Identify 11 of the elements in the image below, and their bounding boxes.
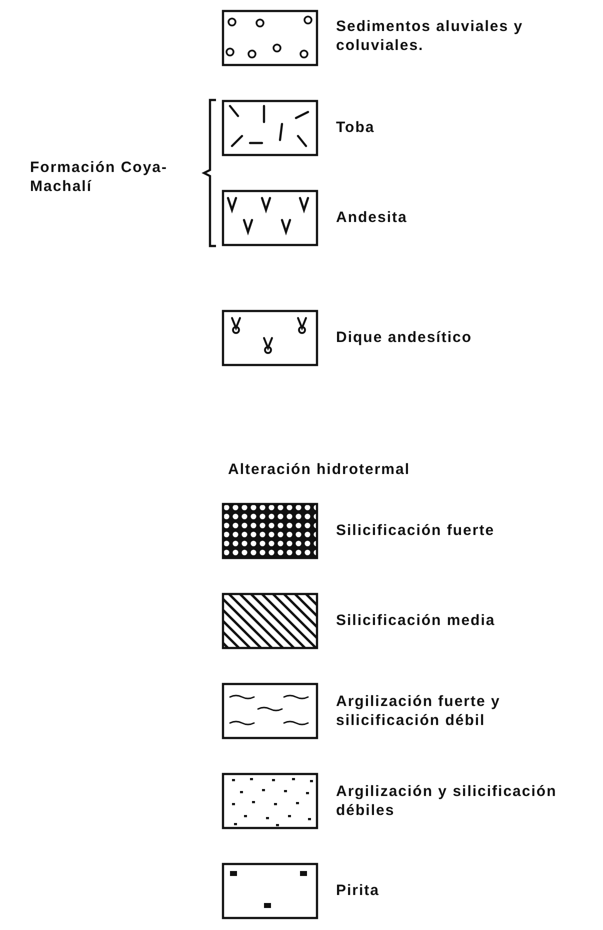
group-label: Formación Coya-Machalí bbox=[30, 158, 169, 196]
legend-text: Pirita bbox=[336, 881, 381, 900]
legend-text: Silicificación media bbox=[336, 611, 496, 630]
legend-text: Argilización fuerte y silicificación débil bbox=[336, 692, 502, 730]
legend-text: Silicificación fuerte bbox=[336, 521, 496, 540]
legend-text: Dique andesítico bbox=[336, 328, 474, 347]
legend-text: Sedimentos aluviales y coluviales. bbox=[336, 17, 524, 55]
legend-text: Argilización y silicificación débiles bbox=[336, 782, 558, 820]
legend-text: Andesita bbox=[336, 208, 408, 227]
section-heading: Alteración hidrotermal bbox=[228, 460, 412, 479]
legend-text: Toba bbox=[336, 118, 376, 137]
